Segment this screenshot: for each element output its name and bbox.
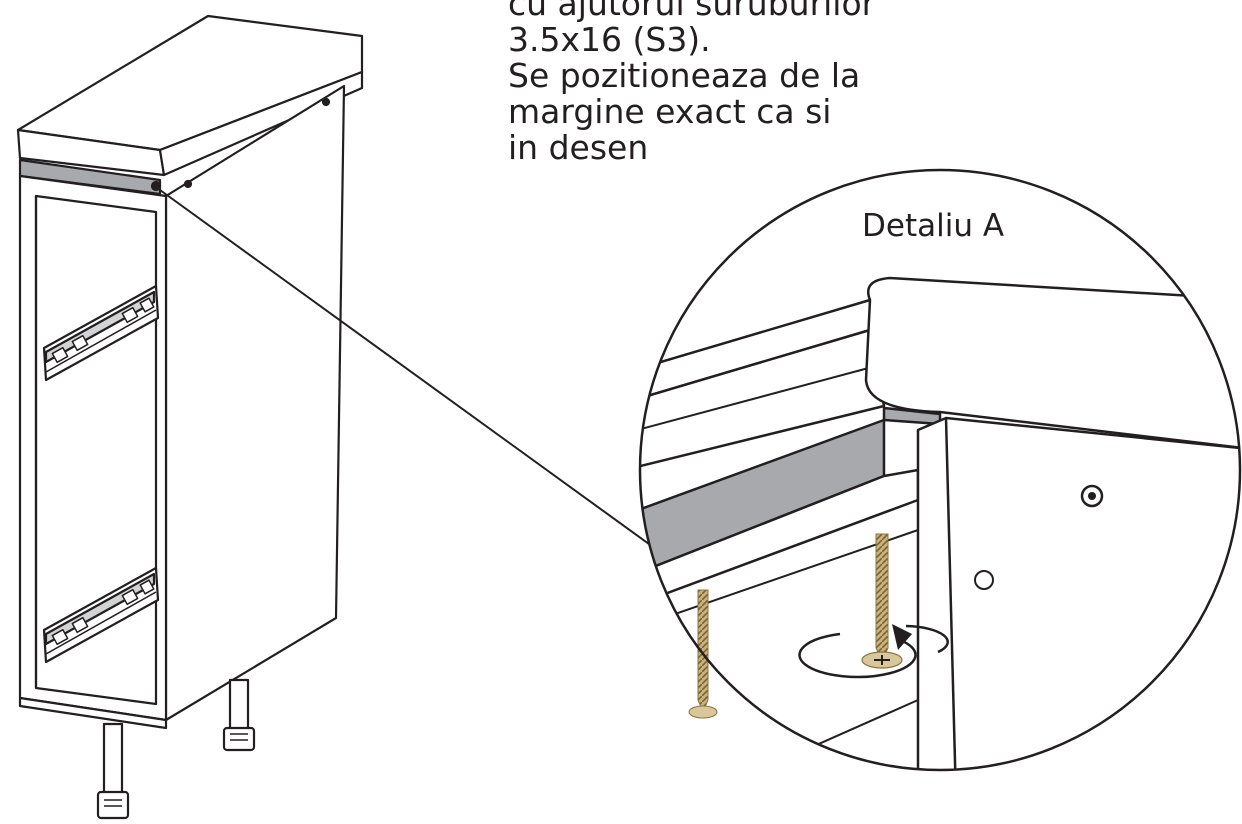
countertop-side (158, 70, 364, 177)
instruction-line: margine exact ca si (508, 92, 832, 131)
screw-point (150, 180, 162, 192)
cabinet-drawing (16, 14, 364, 820)
instruction-line: Se pozitioneaza de la (508, 56, 861, 95)
drawer-slide-lower (42, 566, 160, 664)
cabinet-leg-back (222, 678, 256, 752)
detail-leader-line (159, 189, 661, 553)
screw-head-icon (1080, 484, 1104, 508)
cabinet-leg-front (96, 722, 130, 820)
drawer-slide-upper (42, 284, 160, 382)
screw-icon (861, 533, 903, 669)
instruction-line: cu ajutorul suruburilor (508, 0, 876, 23)
side-panel-detail (916, 416, 1240, 770)
hole-dot (183, 179, 193, 189)
countertop-rounded-edge (864, 276, 1240, 452)
cabinet-side-panel (164, 84, 346, 722)
instruction-line: in desen (508, 128, 649, 167)
detail-a-label: Detaliu A (862, 208, 1005, 244)
detail-a-magnified-view (638, 168, 1242, 772)
instruction-line: 3.5x16 (S3). (508, 20, 711, 59)
top-rail (18, 158, 162, 196)
drill-hole-icon (974, 570, 994, 590)
detail-a-circle (638, 168, 1242, 772)
rotation-arrow-icon (798, 624, 949, 679)
screw-icon (688, 589, 718, 719)
cabinet-bottom (18, 696, 168, 730)
hole-dot (321, 97, 331, 107)
instruction-text: cu ajutorul suruburilor 3.5x16 (S3). Se … (508, 0, 978, 166)
